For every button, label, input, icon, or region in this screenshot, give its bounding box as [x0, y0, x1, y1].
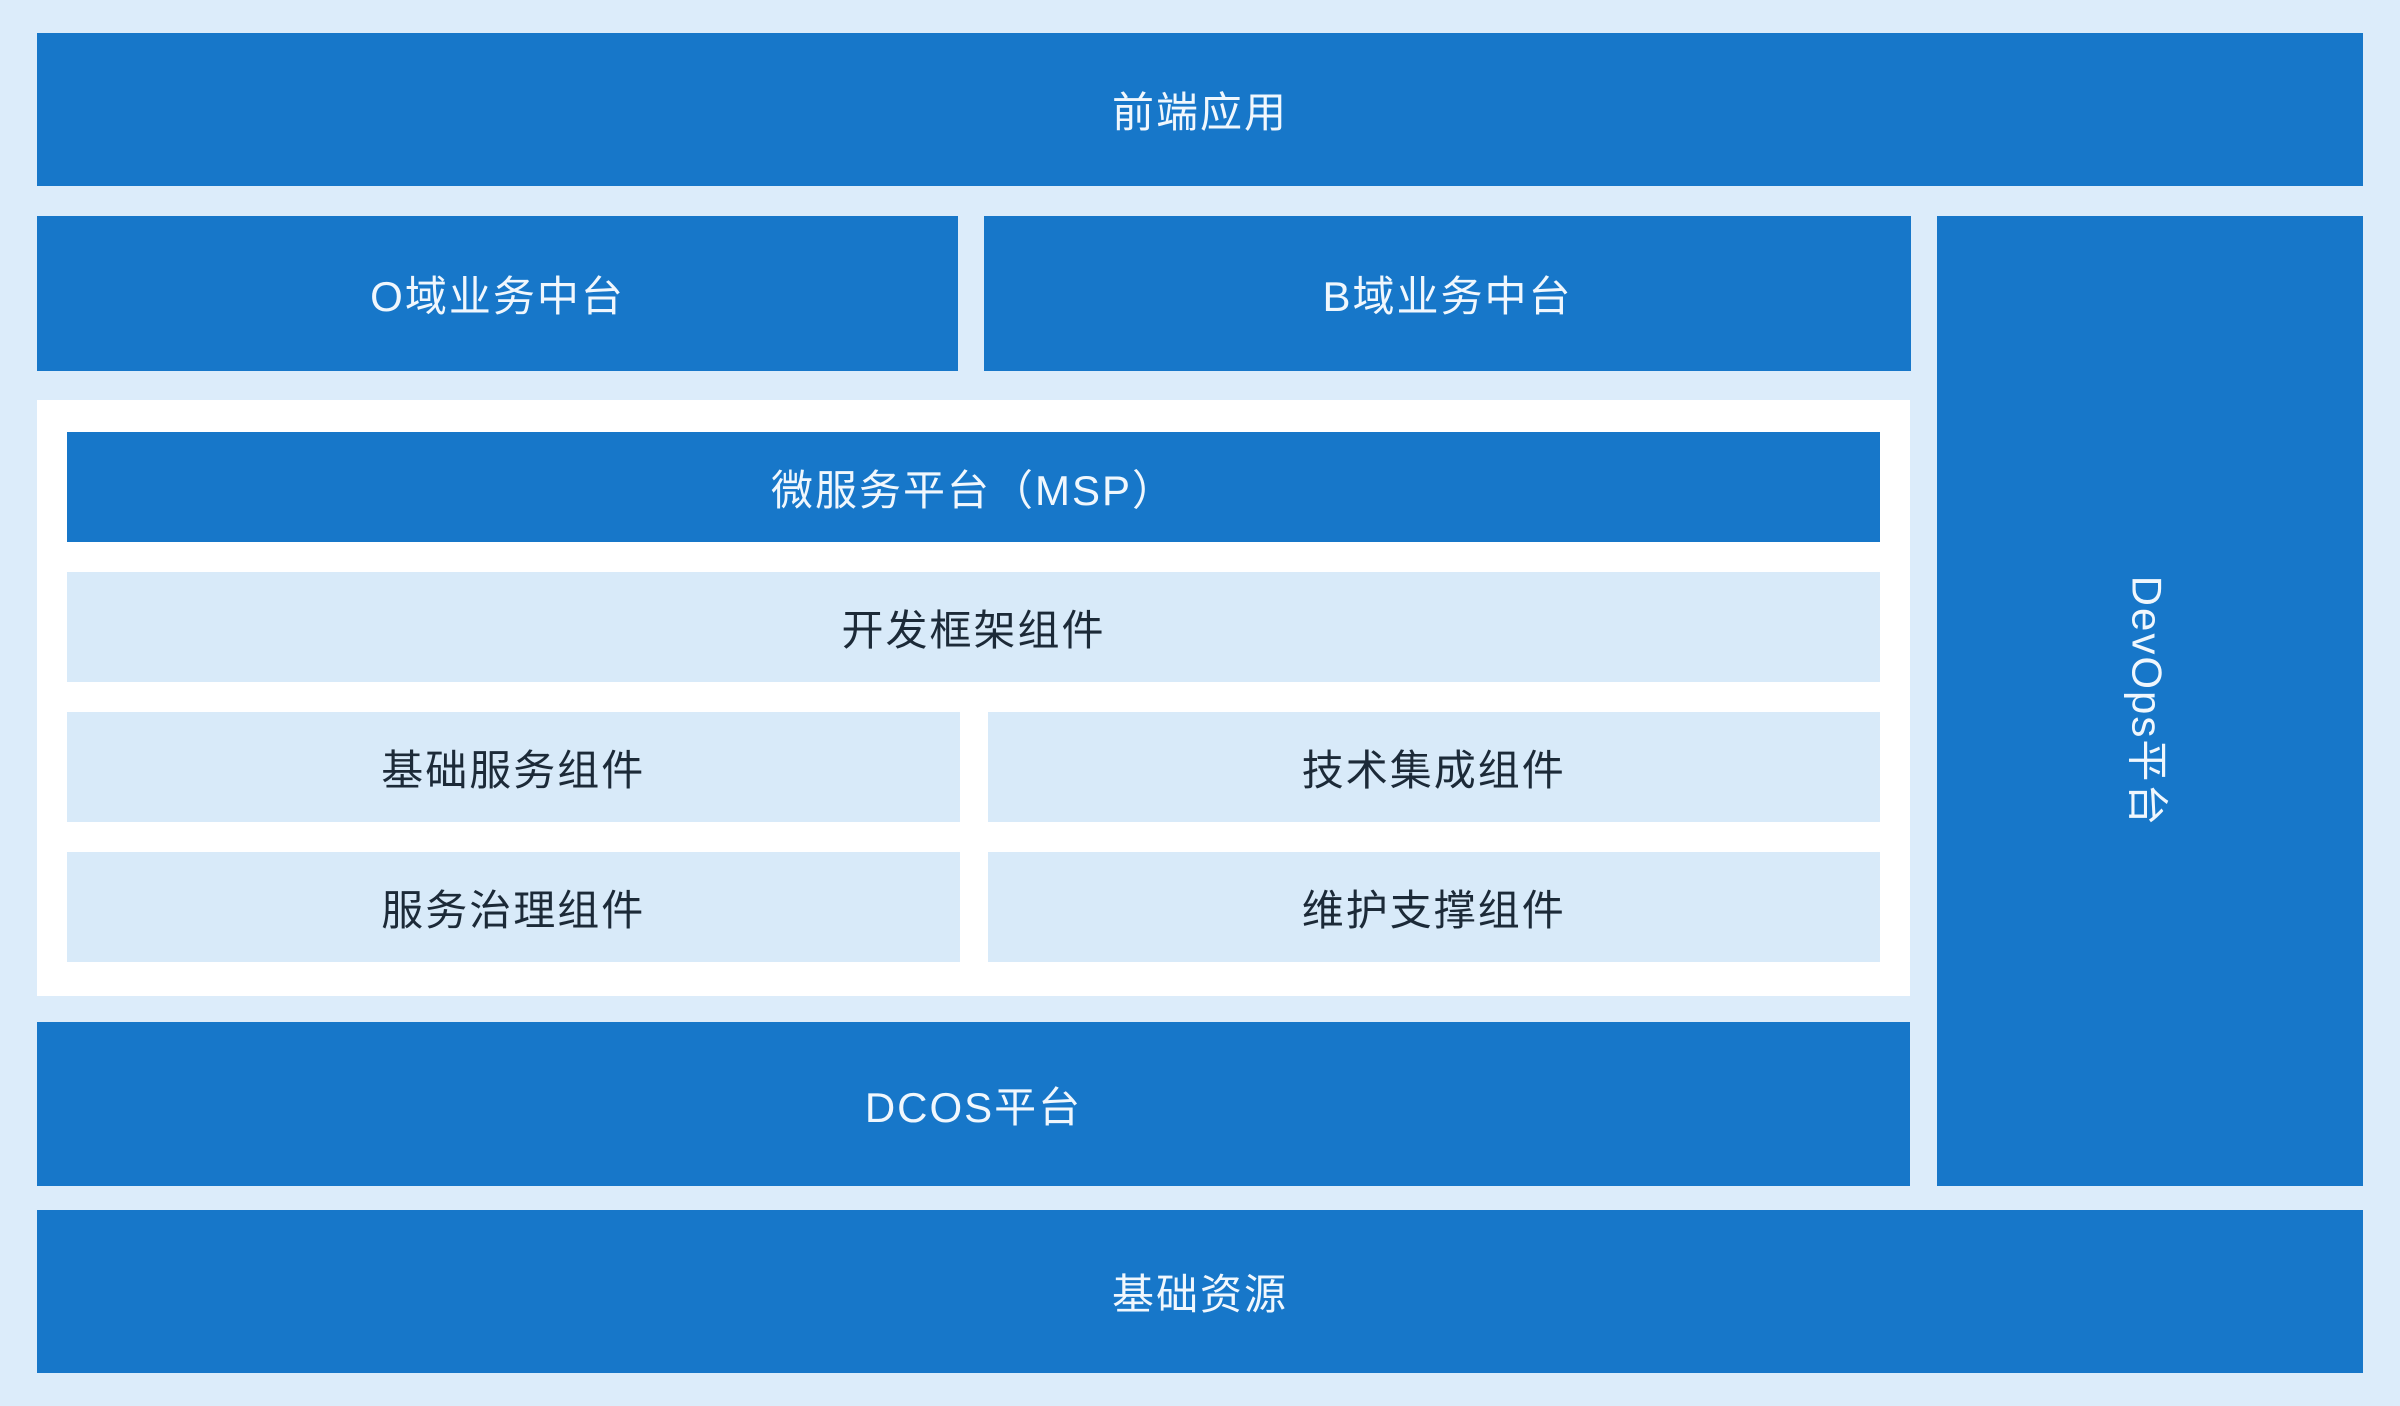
dcos-platform-block: DCOS平台: [37, 1022, 1910, 1186]
maintenance-support-label: 维护支撑组件: [1301, 886, 1566, 934]
dev-framework-component-block: 开发框架组件: [67, 572, 1880, 682]
dev-framework-label: 开发框架组件: [841, 606, 1106, 654]
service-governance-component-block: 服务治理组件: [67, 852, 960, 962]
frontend-app-block: 前端应用: [37, 33, 2363, 186]
base-resources-block: 基础资源: [37, 1210, 2363, 1373]
tech-integration-label: 技术集成组件: [1301, 746, 1566, 794]
tech-integration-component-block: 技术集成组件: [987, 712, 1880, 822]
msp-title-block: 微服务平台（MSP）: [67, 432, 1880, 542]
service-governance-label: 服务治理组件: [381, 886, 646, 934]
basic-service-label: 基础服务组件: [381, 746, 646, 794]
basic-service-component-block: 基础服务组件: [67, 712, 960, 822]
maintenance-support-component-block: 维护支撑组件: [987, 852, 1880, 962]
b-domain-label: B域业务中台: [1322, 273, 1573, 320]
o-domain-middle-platform-block: O域业务中台: [37, 216, 958, 371]
o-domain-label: O域业务中台: [370, 273, 625, 320]
b-domain-middle-platform-block: B域业务中台: [984, 216, 1911, 371]
devops-platform-label: DevOps平台: [2123, 575, 2171, 827]
dcos-platform-label: DCOS平台: [864, 1083, 1083, 1131]
msp-title-label: 微服务平台（MSP）: [770, 466, 1176, 514]
msp-panel: 微服务平台（MSP） 开发框架组件 基础服务组件 技术集成组件 服务治理组件 维…: [37, 400, 1910, 996]
devops-platform-block: DevOps平台: [1937, 216, 2363, 1186]
base-resources-label: 基础资源: [1111, 1271, 1288, 1318]
frontend-app-label: 前端应用: [1111, 89, 1288, 136]
